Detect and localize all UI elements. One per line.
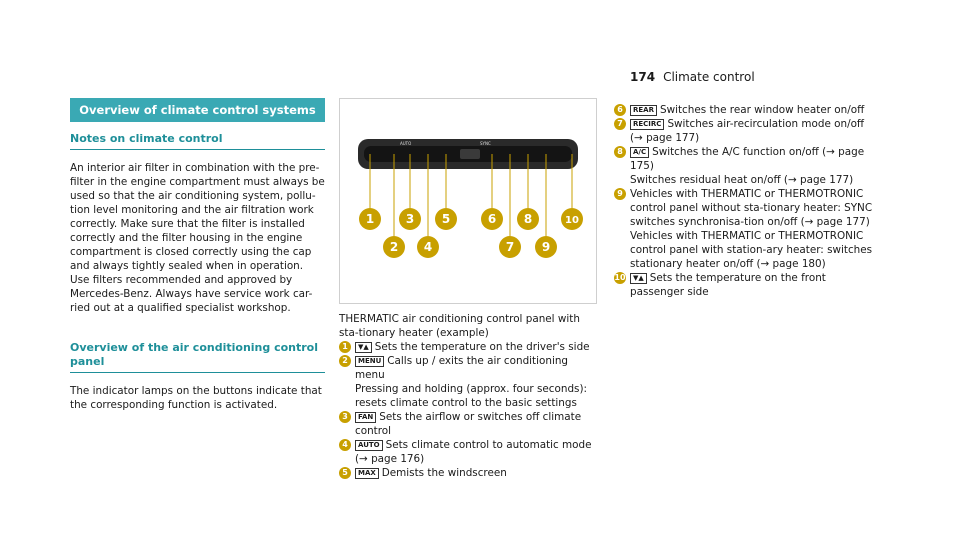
overview-text: The indicator lamps on the buttons indic… xyxy=(70,385,322,411)
figure-caption: THERMATIC air conditioning control panel… xyxy=(339,313,580,339)
callout-marker xyxy=(417,236,439,258)
item-text: Calls up / exits the air conditioning me… xyxy=(355,355,569,381)
legend-item: 10 ▼▲Sets the temperature on the front pa… xyxy=(614,271,876,299)
callout-number: 2 xyxy=(390,240,398,254)
callout-marker xyxy=(499,236,521,258)
callout-marker xyxy=(399,208,421,230)
overview-heading: Overview of the air conditioning control… xyxy=(70,341,325,373)
item-text: Sets the temperature on the driver's sid… xyxy=(374,341,590,353)
item-number-badge: 1 xyxy=(339,341,351,353)
item-text: Sets climate control to automatic mode (… xyxy=(355,439,592,465)
notes-heading: Notes on climate control xyxy=(70,132,325,150)
callout-marker xyxy=(535,236,557,258)
legend-item: 1 ▼▲Sets the temperature on the driver's … xyxy=(339,340,597,354)
notes-text: An interior air filter in combination wi… xyxy=(70,162,325,314)
callout-number: 9 xyxy=(542,240,550,254)
item-text: Vehicles with THERMATIC or THERMOTRONIC … xyxy=(630,188,873,228)
callout-marker xyxy=(561,208,583,230)
item-number-badge: 8 xyxy=(614,146,626,158)
item-text-secondary: Switches residual heat on/off (→ page 17… xyxy=(630,174,854,186)
item-text-secondary: Vehicles with THERMATIC or THERMOTRONIC … xyxy=(630,230,873,270)
section-banner: Overview of climate control systems xyxy=(70,98,325,122)
temperature-arrows-icon: ▼▲ xyxy=(355,342,372,353)
left-column: Overview of climate control systems Note… xyxy=(70,98,325,412)
item-number-badge: 3 xyxy=(339,411,351,423)
panel-label-sync: SYNC xyxy=(480,141,491,146)
item-text: Demists the windscreen xyxy=(381,467,507,479)
item-number-badge: 7 xyxy=(614,118,626,130)
item-number-badge: 6 xyxy=(614,104,626,116)
item-number-badge: 2 xyxy=(339,355,351,367)
callout-marker xyxy=(435,208,457,230)
fan-icon: FAN xyxy=(355,412,377,423)
callout-marker xyxy=(383,236,405,258)
item-text: Switches the rear window heater on/off xyxy=(659,104,865,116)
item-description: Vehicles with THERMATIC or THERMOTRONIC … xyxy=(630,187,876,271)
callout-number: 1 xyxy=(366,212,374,226)
rear-window-heater-icon: REAR xyxy=(630,105,657,116)
item-description: ▼▲Sets the temperature on the front pass… xyxy=(630,271,876,299)
item-number-badge: 10 xyxy=(614,272,626,284)
callout-marker xyxy=(481,208,503,230)
item-description: ▼▲Sets the temperature on the driver's s… xyxy=(355,340,597,354)
ac-rest-icon: A/C xyxy=(630,147,650,158)
climate-menu-icon: MENU xyxy=(355,356,385,367)
callout-number: 4 xyxy=(424,240,432,254)
temperature-arrows-icon: ▼▲ xyxy=(630,273,647,284)
item-text: Sets the temperature on the front passen… xyxy=(630,272,826,298)
panel-label-auto: AUTO xyxy=(400,141,411,146)
item-text: Switches the A/C function on/off (→ page… xyxy=(630,146,865,172)
recirculation-icon: RECIRC xyxy=(630,119,665,130)
page-number: 174 xyxy=(630,70,656,84)
item-number-badge: 5 xyxy=(339,467,351,479)
callout-number: 6 xyxy=(488,212,496,226)
auto-icon: AUTO xyxy=(355,440,383,451)
item-text-secondary: Pressing and holding (approx. four secon… xyxy=(355,383,588,409)
item-number-badge: 9 xyxy=(614,188,626,200)
callout-marker xyxy=(517,208,539,230)
item-text: Sets the airflow or switches off climate… xyxy=(355,411,582,437)
page-header: 174 Climate control xyxy=(630,70,755,84)
callout-marker xyxy=(359,208,381,230)
callout-number: 8 xyxy=(524,212,532,226)
page-title: Climate control xyxy=(663,70,755,84)
callout-number: 5 xyxy=(442,212,450,226)
callout-number: 10 xyxy=(565,215,579,226)
defrost-max-icon: MAX xyxy=(355,468,379,479)
item-number-badge: 4 xyxy=(339,439,351,451)
callout-number: 3 xyxy=(406,212,414,226)
item-text: Switches air-recirculation mode on/off (… xyxy=(630,118,865,144)
callout-number: 7 xyxy=(506,240,514,254)
